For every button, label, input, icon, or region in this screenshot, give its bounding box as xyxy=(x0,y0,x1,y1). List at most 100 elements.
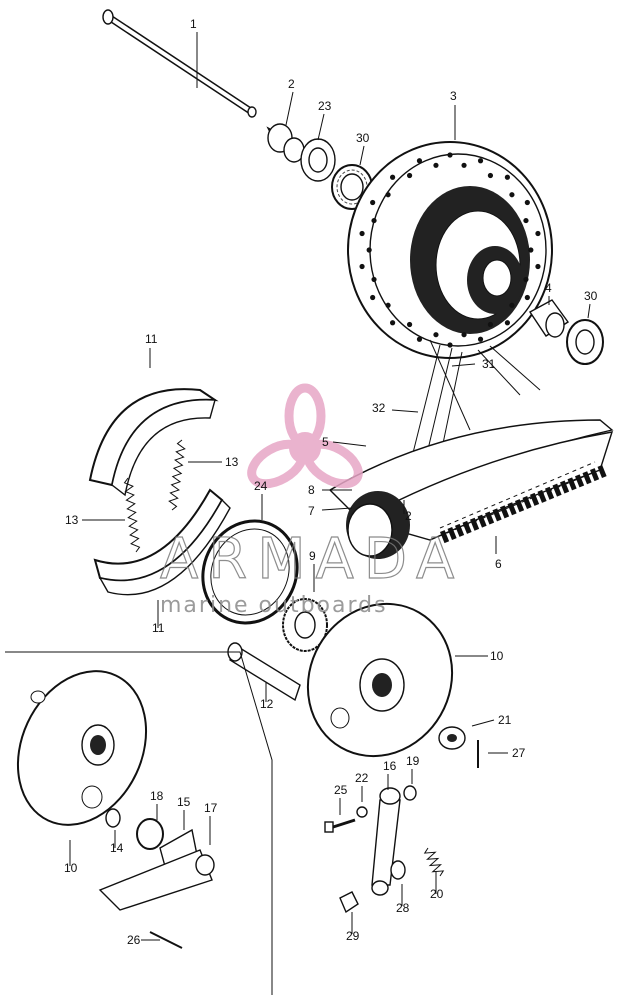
spoke-hole xyxy=(416,336,423,342)
callout-17: 17 xyxy=(204,801,218,815)
spoke-hole xyxy=(433,162,439,168)
callout-5: 5 xyxy=(322,435,329,449)
brake-arm xyxy=(371,787,401,896)
callout-14: 14 xyxy=(110,841,124,855)
collar xyxy=(528,299,570,338)
spoke-hole xyxy=(509,302,515,308)
callout-leader xyxy=(317,113,325,141)
spacer xyxy=(266,123,305,163)
tread-block xyxy=(447,527,457,541)
clip xyxy=(403,785,417,801)
spring-coil xyxy=(168,439,186,511)
callout-leader xyxy=(359,145,365,166)
spoke-hole xyxy=(389,174,396,180)
callout-7: 7 xyxy=(308,504,315,518)
brake-panel-left xyxy=(16,670,148,826)
callout-29: 29 xyxy=(346,929,360,943)
locating-pin xyxy=(149,931,183,949)
spoke-hole xyxy=(509,192,515,198)
callout-11: 11 xyxy=(145,332,158,346)
tread-block xyxy=(515,499,525,513)
tread-block xyxy=(590,468,600,482)
bearing-right xyxy=(566,319,604,365)
tread-block xyxy=(440,530,450,544)
washer xyxy=(356,806,368,818)
callout-19: 19 xyxy=(406,754,420,768)
spoke-hole xyxy=(385,192,391,198)
tread-block xyxy=(530,492,540,506)
callout-8: 8 xyxy=(308,483,315,497)
callout-leader xyxy=(321,507,353,511)
hub-spoke-holes xyxy=(359,152,541,348)
spoke-hole xyxy=(406,172,413,179)
spoke-hole xyxy=(535,230,541,237)
tread-block xyxy=(575,474,585,488)
return-spring-upper xyxy=(168,439,186,511)
callout-leader xyxy=(391,409,419,413)
callout-28: 28 xyxy=(396,901,410,915)
tread-block xyxy=(507,502,517,516)
spoke-hole xyxy=(504,320,511,326)
callout-12: 12 xyxy=(260,697,274,711)
tread-block xyxy=(470,517,480,531)
hub-front-ring xyxy=(346,491,410,559)
spoke-hole xyxy=(371,217,377,224)
spoke-hole xyxy=(461,332,467,338)
callout-24: 24 xyxy=(254,479,268,493)
speedometer-gear xyxy=(282,598,328,652)
brake-shoe-lower xyxy=(93,488,231,596)
callout-13: 13 xyxy=(65,513,79,527)
callout-18: 18 xyxy=(150,789,164,803)
callout-leader xyxy=(471,719,495,727)
callout-3: 3 xyxy=(450,89,457,103)
watermark-brand: ARMADA xyxy=(160,527,464,592)
wheel-hub xyxy=(347,141,553,359)
brake-panel-right xyxy=(306,602,454,758)
callout-31: 31 xyxy=(482,357,496,371)
tread-block xyxy=(560,480,570,494)
tread-block xyxy=(537,489,547,503)
drum-seal-ring xyxy=(201,519,299,625)
callout-10: 10 xyxy=(490,649,504,663)
tread-block xyxy=(552,483,562,497)
return-spring-lower xyxy=(123,477,141,553)
callout-9: 9 xyxy=(309,549,316,563)
callout-6: 6 xyxy=(495,557,502,571)
logo-blade xyxy=(247,439,308,489)
oil-seal xyxy=(300,138,336,182)
brake-shoe-upper xyxy=(88,388,219,497)
spoke-hole xyxy=(433,332,439,338)
callout-leader xyxy=(451,363,476,367)
spoke-hole xyxy=(370,294,376,301)
watermark: ARMADA marine outboards xyxy=(159,383,464,618)
callout-4: 4 xyxy=(545,281,552,295)
callout-2: 2 xyxy=(405,509,412,523)
callout-27: 27 xyxy=(512,746,526,760)
tread-block xyxy=(492,508,502,522)
tread-block xyxy=(522,496,532,510)
spoke-hole xyxy=(487,321,494,328)
arm-nut xyxy=(339,891,359,914)
callout-leader xyxy=(587,303,591,319)
bolt xyxy=(324,818,356,833)
spoke-hole xyxy=(359,263,365,270)
spoke-hole xyxy=(528,247,534,253)
spoke-hole xyxy=(535,263,541,270)
spoke-hole xyxy=(461,162,467,168)
tread-block xyxy=(582,471,592,485)
arm-spring xyxy=(423,847,445,877)
logo-blade xyxy=(284,383,326,449)
callout-leader xyxy=(332,441,367,447)
callout-2: 2 xyxy=(288,77,295,91)
tire-tread xyxy=(440,465,607,544)
tread-block xyxy=(455,523,465,537)
small-washer xyxy=(105,808,121,828)
spoke-hole xyxy=(447,342,453,348)
callout-20: 20 xyxy=(430,887,444,901)
arm-collar xyxy=(390,860,406,880)
callout-leader xyxy=(285,91,294,126)
tread-block xyxy=(545,486,555,500)
spoke-hole xyxy=(504,174,511,180)
spoke-hole xyxy=(524,294,530,301)
